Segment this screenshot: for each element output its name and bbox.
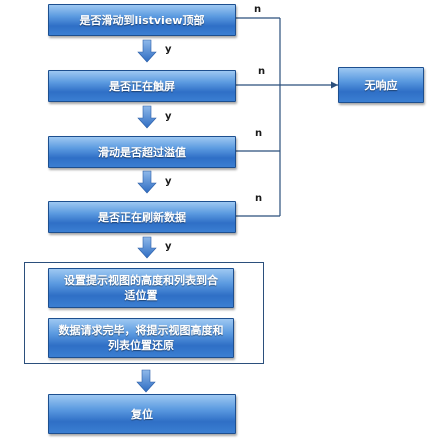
- down-arrow-2: [137, 105, 157, 129]
- node-set-position: 设置提示视图的高度和列表到合适位置: [48, 268, 234, 308]
- label-no-4: n: [255, 193, 263, 204]
- down-arrow-1: [137, 39, 157, 63]
- down-arrow-3: [137, 170, 157, 194]
- node-reset: 复位: [48, 394, 236, 434]
- node-top-of-listview-text: 是否滑动到listview顶部: [79, 13, 205, 27]
- node-restore: 数据请求完毕，将提示视图高度和列表位置还原: [48, 318, 234, 358]
- no-arrowhead: [331, 81, 338, 89]
- node-is-touching: 是否正在触屏: [48, 70, 236, 102]
- label-no-3: n: [255, 128, 263, 139]
- node-reset-text: 复位: [131, 407, 153, 421]
- label-yes-2: y: [165, 111, 172, 122]
- label-no-2: n: [258, 66, 266, 77]
- label-no-1: n: [254, 4, 262, 15]
- node-set-position-text: 设置提示视图的高度和列表到合适位置: [64, 274, 218, 302]
- node-over-threshold-text: 滑动是否超过溢值: [98, 145, 186, 159]
- node-no-response: 无响应: [338, 67, 424, 103]
- node-restore-text: 数据请求完毕，将提示视图高度和列表位置还原: [58, 324, 224, 352]
- node-is-refreshing-text: 是否正在刷新数据: [98, 210, 186, 224]
- label-yes-3: y: [165, 176, 172, 187]
- node-is-touching-text: 是否正在触屏: [109, 79, 175, 93]
- label-yes-1: y: [165, 44, 172, 55]
- node-is-refreshing: 是否正在刷新数据: [48, 201, 236, 233]
- node-over-threshold: 滑动是否超过溢值: [48, 136, 236, 168]
- node-no-response-text: 无响应: [364, 78, 398, 92]
- down-arrow-5: [136, 369, 156, 393]
- label-yes-4: y: [165, 241, 172, 252]
- down-arrow-4: [137, 236, 157, 259]
- node-top-of-listview: 是否滑动到listview顶部: [48, 4, 236, 36]
